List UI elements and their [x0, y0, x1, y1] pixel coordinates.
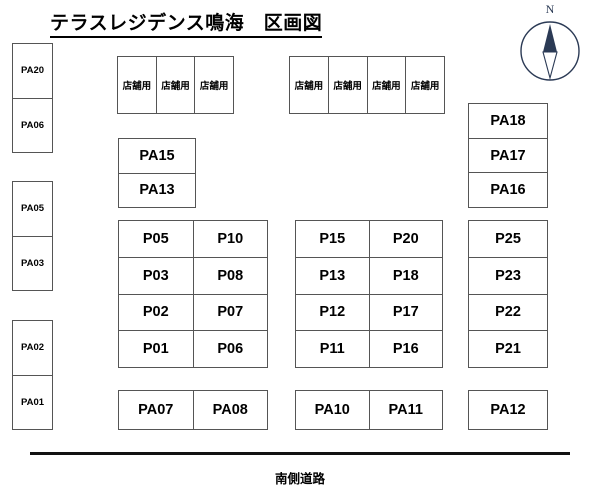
shop-unit[interactable]: 店舗用: [118, 57, 156, 113]
compass-north-label: N: [545, 2, 555, 16]
parking-cell-p25[interactable]: P25: [469, 221, 547, 257]
parking-cell-p21[interactable]: P21: [469, 330, 547, 367]
grid-row: P03 P08: [119, 256, 267, 294]
parking-cell-p06[interactable]: P06: [192, 331, 267, 367]
block-pa15-pa13: PA15 PA13: [118, 138, 196, 208]
parking-cell-p05[interactable]: P05: [119, 221, 193, 257]
parking-cell-p23[interactable]: P23: [469, 256, 547, 294]
left-block-pa20-pa06: PA20 PA06: [12, 43, 53, 153]
shop-unit[interactable]: 店舗用: [327, 57, 367, 113]
grid-row: P05 P10: [119, 221, 267, 257]
parking-cell-pa06[interactable]: PA06: [13, 97, 52, 152]
parking-cell-p01[interactable]: P01: [119, 331, 193, 367]
grid-row: P02 P07: [119, 293, 267, 331]
parking-cell-pa08[interactable]: PA08: [192, 391, 267, 429]
grid-row: P15 P20: [296, 221, 442, 257]
south-road-line: [30, 452, 570, 455]
parking-cell-p22[interactable]: P22: [469, 293, 547, 331]
left-block-pa02-pa01: PA02 PA01: [12, 320, 53, 430]
grid-row: P01 P06: [119, 330, 267, 367]
parking-cell-pa17[interactable]: PA17: [469, 137, 547, 173]
compass-rose-icon: [519, 20, 581, 82]
parking-cell-p18[interactable]: P18: [368, 257, 442, 294]
parking-cell-pa16[interactable]: PA16: [469, 172, 547, 208]
bottom-block-right: PA12: [468, 390, 548, 430]
parking-cell-pa15[interactable]: PA15: [119, 139, 195, 173]
page-title: テラスレジデンス鳴海 区画図: [50, 8, 323, 38]
parking-cell-pa13[interactable]: PA13: [119, 172, 195, 207]
parking-grid-center: P15 P20 P13 P18 P12 P17 P11 P16: [295, 220, 443, 368]
grid-row: P13 P18: [296, 256, 442, 294]
bottom-block-left: PA07 PA08: [118, 390, 268, 430]
shop-unit[interactable]: 店舗用: [155, 57, 195, 113]
parking-cell-p15[interactable]: P15: [296, 221, 369, 257]
shop-block-left: 店舗用 店舗用 店舗用: [117, 56, 234, 114]
south-road-label: 南側道路: [274, 472, 325, 486]
shop-unit[interactable]: 店舗用: [366, 57, 406, 113]
parking-cell-p17[interactable]: P17: [368, 294, 442, 331]
parking-cell-pa18[interactable]: PA18: [469, 104, 547, 138]
parking-cell-p07[interactable]: P07: [192, 294, 267, 331]
parking-cell-pa12[interactable]: PA12: [469, 391, 547, 429]
parking-cell-p02[interactable]: P02: [119, 294, 193, 331]
parking-grid-left: P05 P10 P03 P08 P02 P07 P01 P06: [118, 220, 268, 368]
shop-unit[interactable]: 店舗用: [405, 57, 444, 113]
grid-row: P12 P17: [296, 293, 442, 331]
shop-unit[interactable]: 店舗用: [194, 57, 234, 113]
parking-cell-p11[interactable]: P11: [296, 331, 369, 367]
right-block-upper: PA18 PA17 PA16: [468, 103, 548, 208]
parking-cell-pa20[interactable]: PA20: [13, 44, 52, 98]
left-block-pa05-pa03: PA05 PA03: [12, 181, 53, 291]
parking-cell-pa05[interactable]: PA05: [13, 182, 52, 236]
shop-block-right: 店舗用 店舗用 店舗用 店舗用: [289, 56, 445, 114]
parking-cell-p10[interactable]: P10: [192, 221, 267, 257]
parking-cell-p16[interactable]: P16: [368, 331, 442, 367]
shop-unit[interactable]: 店舗用: [290, 57, 328, 113]
bottom-block-center: PA10 PA11: [295, 390, 443, 430]
parking-cell-pa03[interactable]: PA03: [13, 235, 52, 290]
parking-cell-p12[interactable]: P12: [296, 294, 369, 331]
right-block-lower: P25 P23 P22 P21: [468, 220, 548, 368]
parking-cell-p13[interactable]: P13: [296, 257, 369, 294]
parking-cell-pa10[interactable]: PA10: [296, 391, 369, 429]
parking-cell-p20[interactable]: P20: [368, 221, 442, 257]
grid-row: P11 P16: [296, 330, 442, 367]
parking-cell-pa07[interactable]: PA07: [119, 391, 193, 429]
parking-cell-p03[interactable]: P03: [119, 257, 193, 294]
parking-cell-p08[interactable]: P08: [192, 257, 267, 294]
parking-cell-pa11[interactable]: PA11: [368, 391, 442, 429]
parking-cell-pa02[interactable]: PA02: [13, 321, 52, 375]
parking-cell-pa01[interactable]: PA01: [13, 374, 52, 429]
